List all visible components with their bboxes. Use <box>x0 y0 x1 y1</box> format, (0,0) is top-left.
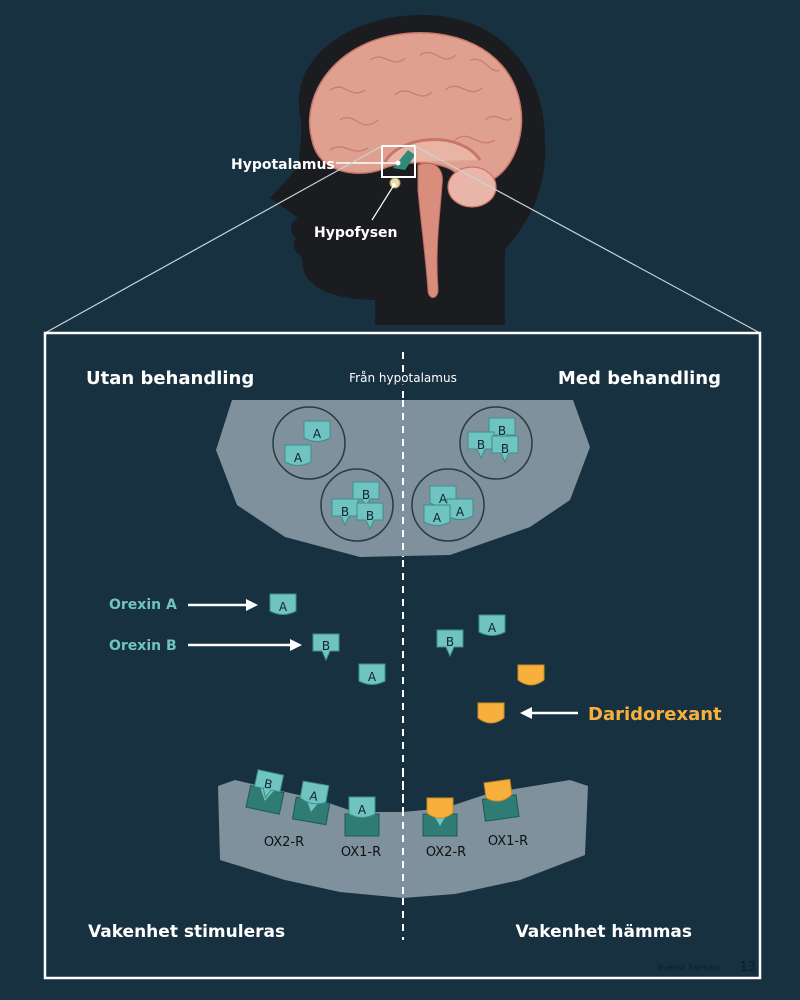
center-heading: Från hypotalamus <box>349 371 457 385</box>
svg-text:B: B <box>341 505 349 519</box>
molecule-daridorexant-2 <box>477 702 505 724</box>
svg-text:A: A <box>279 600 288 614</box>
hypothalamus-label: Hypotalamus <box>231 157 335 173</box>
receptor-label-ox1-left: OX1-R <box>341 845 381 860</box>
receptor-label-ox2-left: OX2-R <box>264 835 304 850</box>
vesicle-right-b: B B B <box>459 406 533 480</box>
vesicle-left-b: B B B <box>320 468 394 542</box>
molecule-orexin-b-right: B <box>436 629 464 657</box>
orexin-a-label: Orexin A <box>109 597 177 613</box>
receptor-label-ox2-right: OX2-R <box>426 845 466 860</box>
svg-text:A: A <box>456 505 465 519</box>
hypothalamus-zoom-box <box>381 145 416 178</box>
svg-text:A: A <box>439 492 448 506</box>
page-number: 13 <box>739 960 756 975</box>
svg-text:A: A <box>368 670 377 684</box>
svg-text:B: B <box>322 639 330 653</box>
molecule-orexin-a-right: A <box>478 614 506 636</box>
svg-text:A: A <box>294 451 303 465</box>
arrow-daridorexant <box>520 707 578 719</box>
brainstem <box>417 162 443 298</box>
vesicle-right-a: A A A <box>411 468 485 542</box>
svg-text:A: A <box>488 621 497 635</box>
right-footer: Vakenhet hämmas <box>516 922 692 942</box>
receptor-ox2-blocked <box>422 797 458 837</box>
svg-text:A: A <box>433 511 442 525</box>
receptor-ox2-b: B <box>245 769 285 815</box>
orexin-b-label: Orexin B <box>109 638 177 654</box>
zoom-line-right <box>414 145 761 334</box>
brain-gyri <box>329 51 513 152</box>
svg-text:B: B <box>501 442 509 456</box>
svg-text:A: A <box>308 789 319 804</box>
daridorexant-label: Daridorexant <box>588 704 722 725</box>
svg-text:B: B <box>362 488 370 502</box>
receptor-ox1-a: A <box>344 796 380 837</box>
left-heading: Utan behandling <box>86 368 254 389</box>
zoom-line-left <box>44 145 383 334</box>
receptor-ox1-blocked <box>481 778 520 822</box>
molecule-orexin-b: B <box>312 633 340 661</box>
brain-cerebrum <box>308 32 523 183</box>
publication-name: Svensk Farmaci <box>658 963 720 972</box>
svg-text:B: B <box>446 635 454 649</box>
receptor-ox2-a: A <box>291 780 331 826</box>
right-heading: Med behandling <box>558 368 721 389</box>
cerebellum <box>447 166 497 208</box>
svg-text:B: B <box>263 777 274 792</box>
arrow-orexin-a <box>188 599 258 611</box>
pituitary-label: Hypofysen <box>314 225 398 241</box>
left-footer: Vakenhet stimuleras <box>88 922 285 942</box>
molecule-daridorexant-1 <box>517 664 545 686</box>
svg-text:B: B <box>477 438 485 452</box>
molecule-orexin-a: A <box>269 593 297 615</box>
receptor-label-ox1-right: OX1-R <box>488 834 528 849</box>
svg-text:A: A <box>313 427 322 441</box>
vesicle-left-a: A A <box>272 406 346 480</box>
svg-text:A: A <box>358 803 367 817</box>
arrow-orexin-b <box>188 639 302 651</box>
svg-text:B: B <box>366 509 374 523</box>
molecule-orexin-a-2: A <box>358 663 386 685</box>
head-illustration <box>44 14 761 334</box>
svg-text:B: B <box>498 424 506 438</box>
